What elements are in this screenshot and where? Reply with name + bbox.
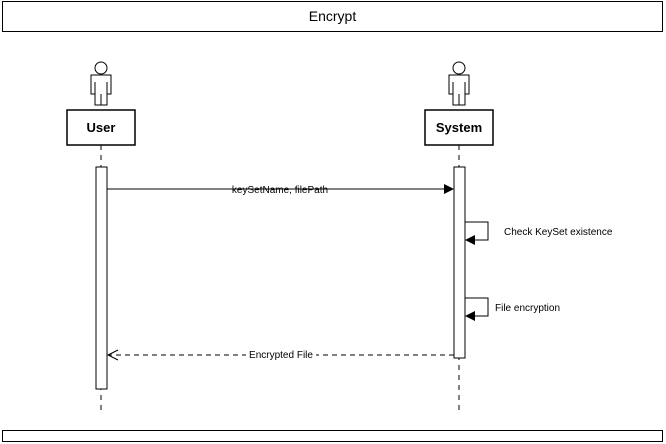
user-actor-box [66, 109, 136, 146]
system-actor-label: System [436, 120, 482, 135]
message-file-encryption-arrow [465, 297, 489, 317]
open-arrowhead-icon [106, 349, 119, 361]
user-actor-label: User [87, 120, 116, 135]
user-activation-bar [95, 166, 108, 390]
message-keyset-filepath-label: keySetName, filePath [232, 185, 328, 196]
message-check-keyset-arrow [465, 221, 489, 241]
arrowhead-icon [465, 311, 475, 321]
message-label-background [246, 348, 316, 361]
diagram-footer [2, 430, 663, 442]
system-actor-box [424, 109, 494, 146]
system-actor-icon [448, 61, 470, 106]
diagram-title: Encrypt [2, 1, 663, 32]
system-activation-bar [453, 166, 466, 359]
user-actor-icon [90, 61, 112, 106]
message-encrypted-file-label: Encrypted File [249, 350, 313, 361]
message-check-keyset-label: Check KeySet existence [504, 227, 613, 238]
arrowhead-icon [444, 184, 454, 194]
arrowhead-icon [465, 235, 475, 245]
message-file-encryption-label: File encryption [495, 303, 560, 314]
